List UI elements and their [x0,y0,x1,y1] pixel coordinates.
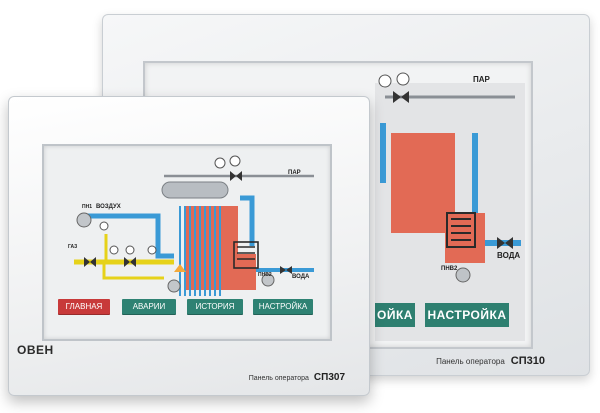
air-pump-label: ПН1 [82,204,92,210]
nav-button-alarms[interactable]: АВАРИИ [122,299,176,315]
water-label: ВОДА [292,274,310,280]
steam-label: ПАР [473,75,490,84]
steam-label: ПАР [288,170,301,176]
sp310-process-diagram [375,72,525,341]
back-nav-button-1[interactable]: ОЙКА [375,303,415,327]
brand-logo: ОВЕН [17,343,54,357]
pump-label: ПНВ2 [258,272,272,278]
nav-button-history[interactable]: ИСТОРИЯ [187,299,243,315]
water-label: ВОДА [497,251,521,260]
gas-label: ГАЗ [68,244,78,250]
pump-label: ПНВ2 [441,266,458,272]
sp307-process-diagram [74,155,314,296]
nav-button-settings[interactable]: НАСТРОЙКА [253,299,313,315]
back-nav-button-settings[interactable]: НАСТРОЙКА [425,303,509,327]
operator-panel-sp307: ПАР ВОЗДУХ ПН1 ГАЗ ВОДА ПНВ2 ГЛАВНАЯ АВА… [8,96,370,396]
air-label: ВОЗДУХ [96,204,121,210]
nav-button-main[interactable]: ГЛАВНАЯ [58,299,110,315]
sp307-screen: ПАР ВОЗДУХ ПН1 ГАЗ ВОДА ПНВ2 ГЛАВНАЯ АВА… [42,144,332,341]
